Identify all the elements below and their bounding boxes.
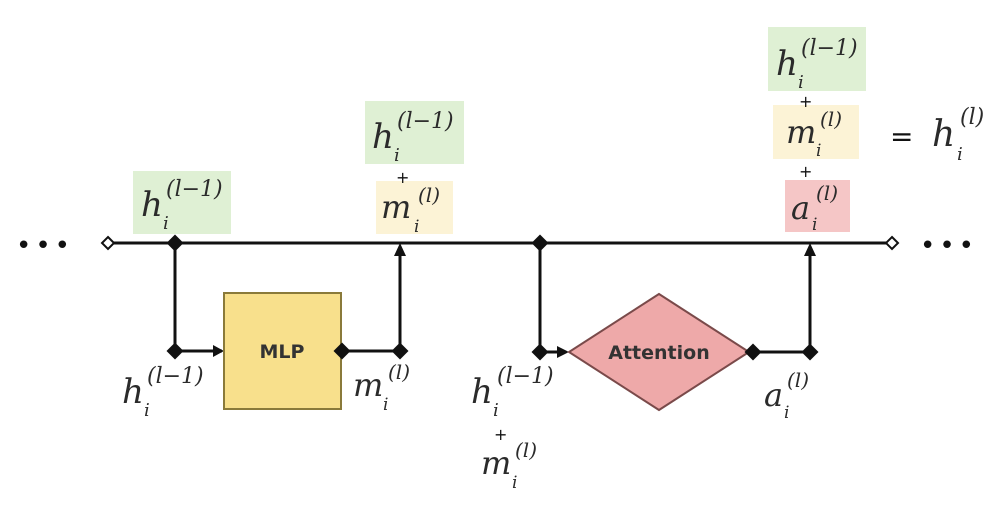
svg-text:i: i [493,400,499,421]
svg-text:(l): (l) [820,107,842,131]
svg-text:a: a [764,376,783,414]
svg-text:(l): (l) [816,181,838,205]
svg-text:i: i [163,213,169,234]
svg-text:i: i [798,72,804,93]
svg-text:h: h [932,114,955,155]
term-h-prev-above-3: h (l−1) i [776,36,858,93]
attention-output-connector [748,253,812,354]
h-prev-box-2 [365,101,464,164]
svg-text:h: h [141,185,163,225]
svg-text:i: i [816,141,821,161]
attention-input-connector [538,243,562,354]
svg-text:(l−1): (l−1) [397,109,454,134]
term-m-mlp-output: m (l) i [353,360,410,415]
svg-text:(l): (l) [960,105,984,130]
svg-text:(l−1): (l−1) [147,364,204,389]
term-h-prev-attn-input: h (l−1) i [471,364,554,421]
junction-dot [801,343,819,361]
term-h-prev-mlp-input: h (l−1) i [122,364,204,421]
attention-block [567,292,751,412]
ellipsis-left: ••• [16,231,74,261]
mlp-input-connector [173,243,222,353]
junction-dot [744,343,762,361]
term-h-result: h (l) i [932,105,984,165]
term-h-prev-above-1: h (l−1) i [141,177,223,234]
mlp-input-arrowhead [213,345,224,357]
term-h-prev-above-2: h (l−1) i [372,109,454,166]
attention-output-arrowhead [804,243,816,256]
term-m-above-2: m (l) i [381,183,440,237]
svg-text:i: i [784,403,789,423]
svg-text:m: m [381,188,411,226]
junction-dot [531,343,549,361]
a-box-3 [785,180,850,232]
ellipsis-right: ••• [920,231,978,261]
stream-start-diamond [100,235,116,251]
svg-text:i: i [957,144,963,165]
svg-text:(l−1): (l−1) [497,364,554,389]
m-box-2 [376,181,453,234]
plus-sign: + [799,92,812,111]
svg-text:i: i [144,400,150,421]
junction-dot [333,342,351,360]
junction-dot [531,234,549,252]
plus-sign: + [494,425,507,444]
svg-text:m: m [786,113,816,151]
attention-input-arrowhead [557,346,569,358]
plus-sign: + [396,168,409,187]
svg-text:i: i [812,215,817,235]
svg-text:h: h [471,372,493,412]
attention-label: Attention [608,342,709,364]
h-prev-box-1 [133,171,231,234]
h-prev-box-3 [768,27,866,91]
svg-text:(l): (l) [388,360,410,384]
svg-text:h: h [372,117,394,157]
mlp-label: MLP [260,341,305,363]
stream-end-diamond [884,235,900,251]
equals-sign: = [890,120,913,153]
term-a-above-3: a (l) i [791,181,838,235]
svg-text:a: a [791,189,810,227]
junction-dot [391,342,409,360]
m-box-3 [773,105,859,159]
mlp-output-arrowhead [394,243,406,256]
svg-text:i: i [414,217,419,237]
svg-text:i: i [383,395,388,415]
svg-text:m: m [481,444,511,482]
junction-dot [166,234,184,252]
junction-dot [166,342,184,360]
svg-text:(l): (l) [787,368,809,392]
term-m-attn-input: m (l) i [481,438,537,493]
mlp-output-connector [342,252,402,353]
svg-text:i: i [512,473,517,493]
plus-sign: + [799,162,812,181]
svg-text:(l): (l) [418,183,440,207]
term-a-attn-output: a (l) i [764,368,809,423]
svg-text:(l): (l) [515,438,537,462]
svg-text:(l−1): (l−1) [166,177,223,202]
term-m-above-3: m (l) i [786,107,842,161]
svg-text:i: i [394,145,400,166]
svg-text:h: h [776,44,798,84]
svg-text:h: h [122,372,144,412]
svg-text:m: m [353,366,383,404]
svg-text:(l−1): (l−1) [801,36,858,61]
